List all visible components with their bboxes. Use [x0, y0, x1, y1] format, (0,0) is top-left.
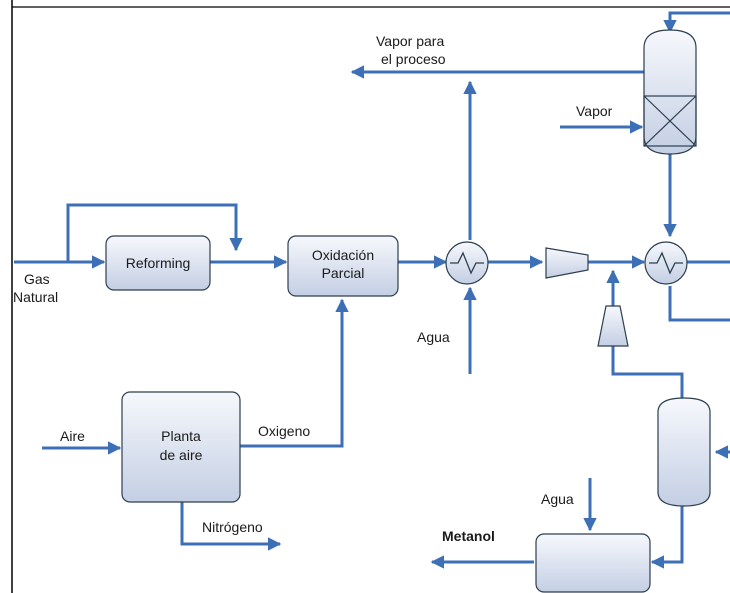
planta-label-line1: Planta — [161, 428, 201, 444]
oxidacion-label-line1: Oxidación — [312, 247, 374, 263]
oxidacion-label-line2: Parcial — [322, 265, 365, 281]
label-nitrogeno: Nitrógeno — [202, 519, 263, 535]
flow-separator-recycle — [611, 346, 684, 398]
separator-vessel — [657, 397, 711, 507]
flow-nitrogeno-out — [180, 502, 282, 551]
label-vapor-para: Vapor para — [376, 33, 444, 49]
heat-exchanger-2 — [644, 241, 688, 285]
reactor-vessel — [643, 29, 697, 155]
oxidacion-parcial-unit: Oxidación Parcial — [287, 235, 399, 297]
flow-exchanger-2-down — [668, 286, 730, 322]
label-gas: Gas — [24, 271, 50, 287]
planta-de-aire-unit: Planta de aire — [121, 391, 241, 503]
flow-separator-to-distillation — [650, 506, 684, 569]
heat-exchanger-1 — [445, 241, 489, 285]
label-oxigeno: Oxigeno — [258, 423, 310, 439]
compressor-recycle — [597, 305, 629, 347]
reforming-label: Reforming — [126, 255, 191, 271]
label-el-proceso: el proceso — [381, 51, 446, 67]
label-natural: Natural — [13, 289, 58, 305]
label-agua-top: Agua — [417, 329, 450, 345]
distillation-unit — [535, 533, 651, 593]
compressor-main — [545, 247, 589, 279]
flow-reforming-bypass — [66, 203, 243, 262]
flow-top-right-inlet — [663, 11, 730, 34]
label-metanol: Metanol — [442, 528, 495, 544]
label-vapor: Vapor — [576, 103, 613, 119]
reforming-unit: Reforming — [105, 235, 211, 291]
planta-label-line2: de aire — [160, 447, 203, 463]
flow-oxigeno-to-oxidacion — [240, 298, 349, 448]
label-aire: Aire — [60, 428, 85, 444]
label-agua-bottom: Agua — [541, 491, 574, 507]
